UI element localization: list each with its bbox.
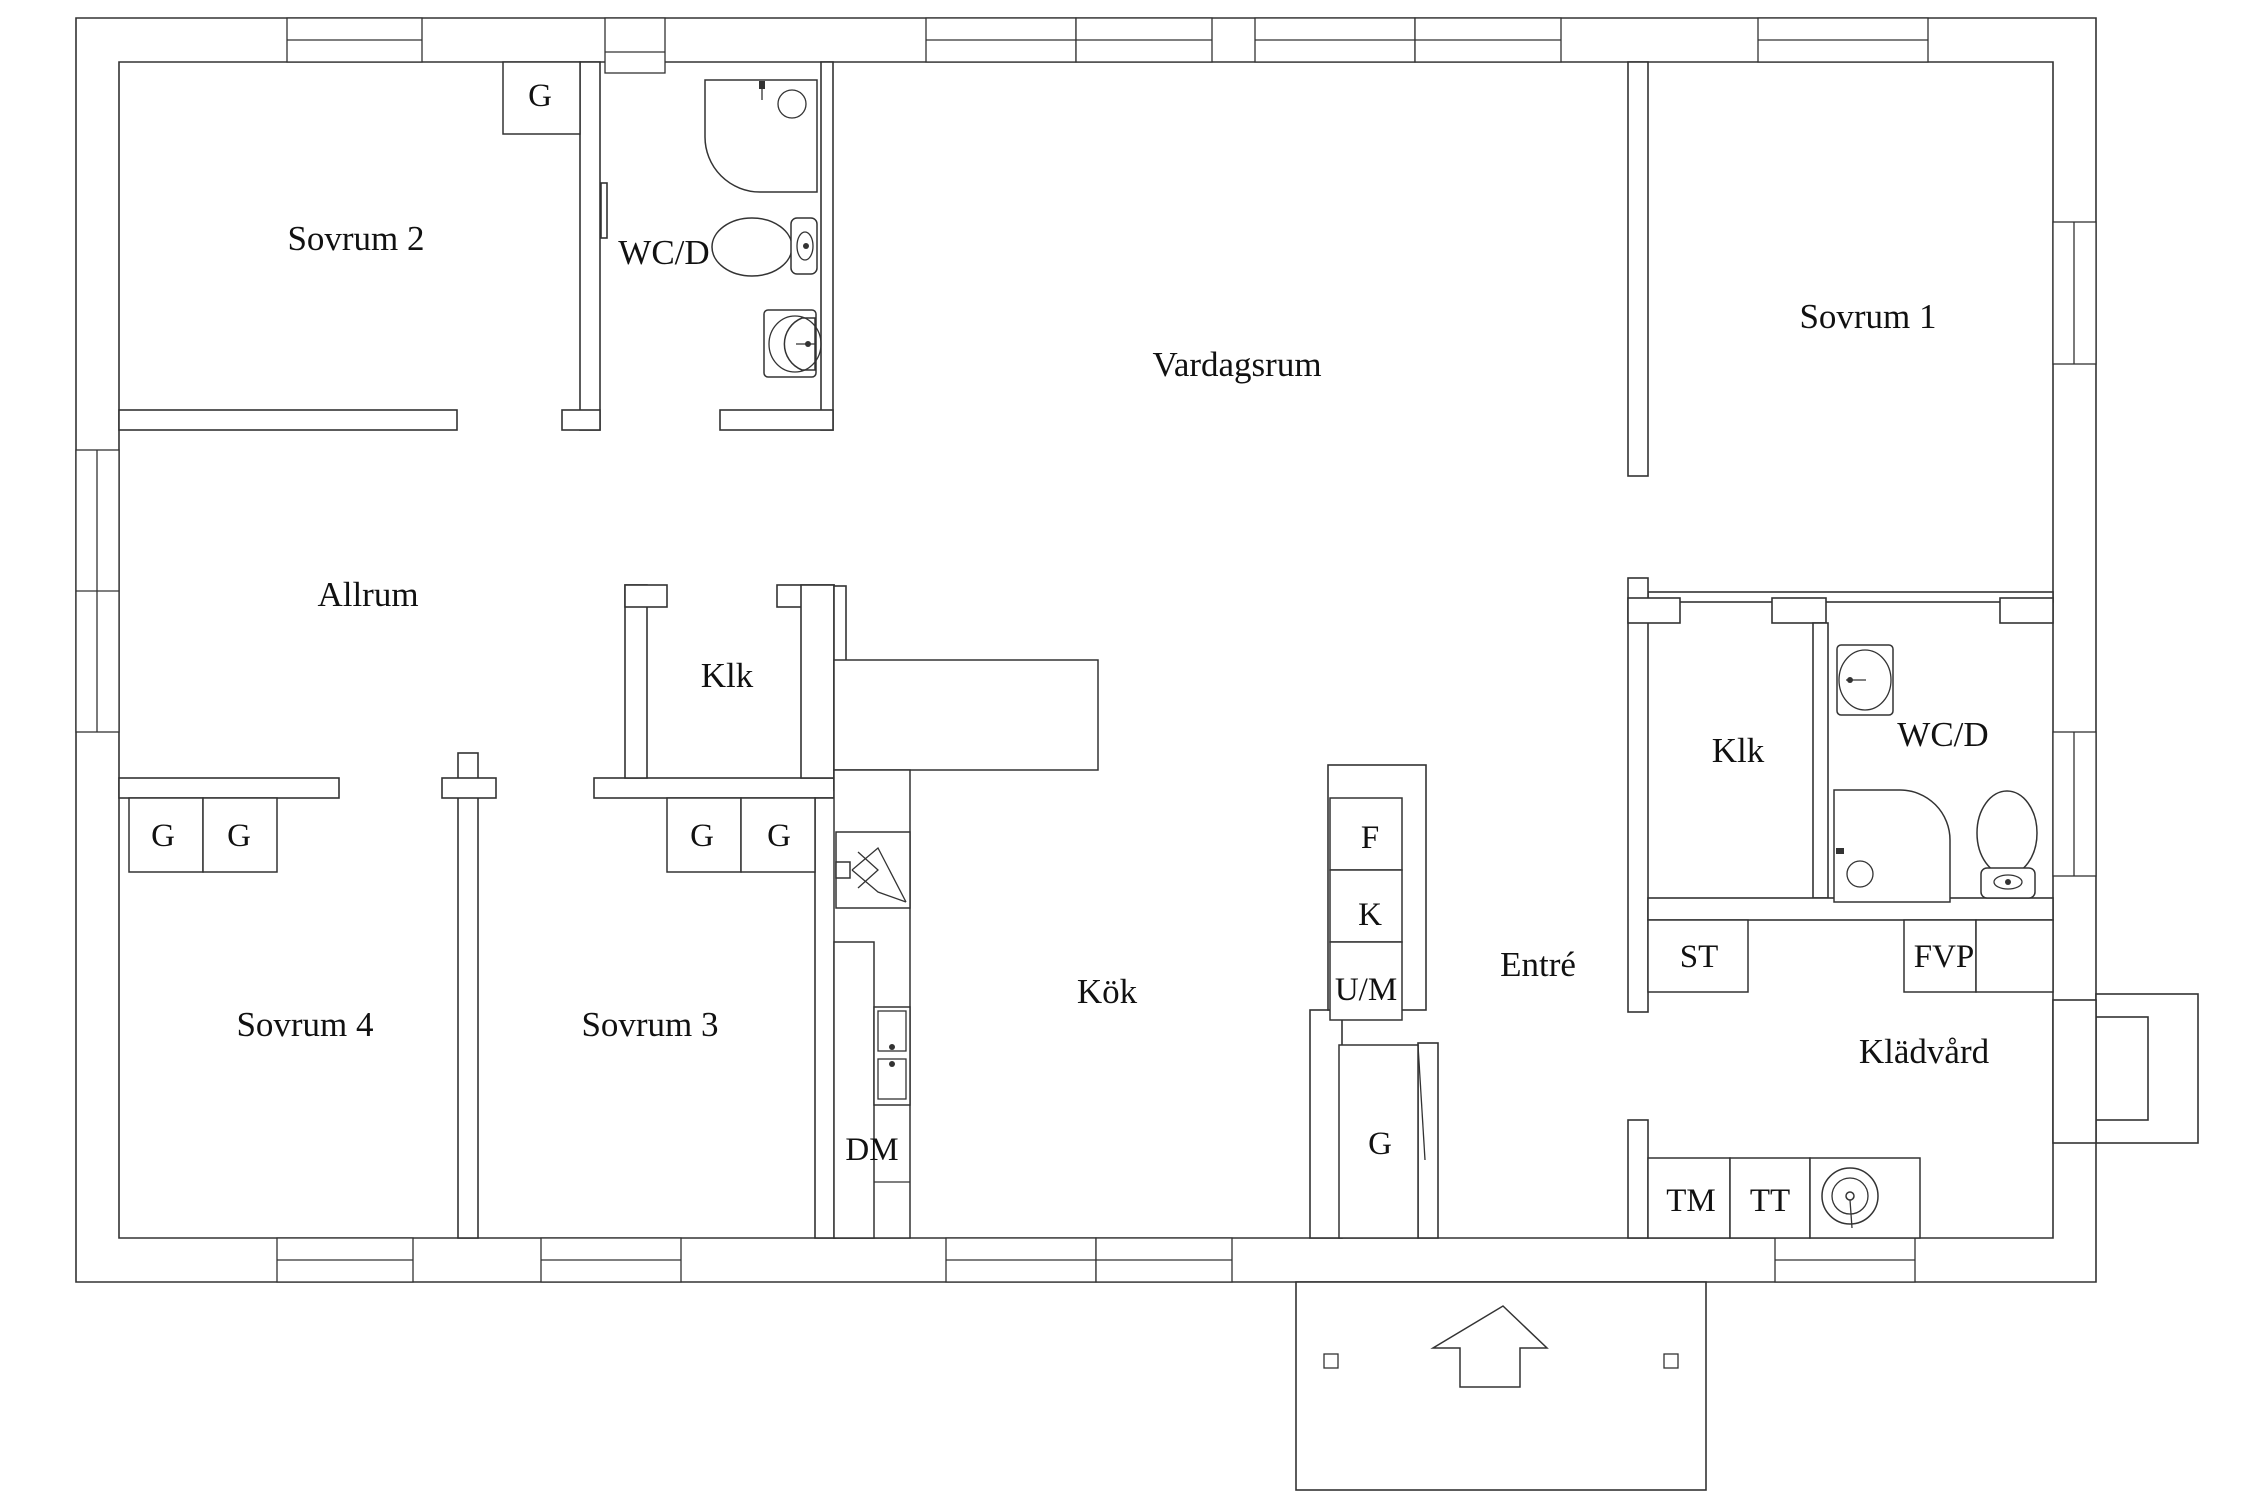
room-label-wc-d-top: WC/D [618, 233, 709, 272]
fridge-label: F [1361, 820, 1379, 856]
wardrobe-label: G [227, 818, 251, 854]
room-labels: Sovrum 2 WC/D Vardagsrum Sovrum 1 Allrum… [236, 219, 1989, 1071]
tumble-dryer-label: TT [1750, 1183, 1790, 1219]
utility-sink-icon [1821, 1167, 1879, 1229]
room-label-allrum: Allrum [317, 575, 418, 614]
room-label-wc-d-right: WC/D [1897, 715, 1988, 754]
room-label-sovrum-3: Sovrum 3 [581, 1005, 718, 1044]
freezer-label: K [1358, 897, 1382, 933]
wardrobe-label: G [690, 818, 714, 854]
room-label-klk-left: Klk [701, 656, 754, 695]
washbasin-icon [1836, 644, 1894, 716]
room-label-sovrum-2: Sovrum 2 [287, 219, 424, 258]
room-label-entre: Entré [1500, 945, 1576, 984]
wardrobe-label: G [1368, 1126, 1392, 1162]
room-label-klk-right: Klk [1712, 731, 1765, 770]
storage-label: ST [1680, 939, 1719, 975]
entrance-arrow-icon [1430, 1305, 1549, 1388]
room-label-kladvard: Klädvård [1859, 1032, 1990, 1071]
room-label-kok: Kök [1077, 972, 1138, 1011]
shower-icon [704, 79, 818, 193]
fixtures [128, 797, 2054, 1239]
wardrobe-label: G [767, 818, 791, 854]
room-label-sovrum-4: Sovrum 4 [236, 1005, 373, 1044]
kitchen-sink-icon [873, 1006, 911, 1106]
heat-pump-label: FVP [1914, 939, 1975, 975]
fixture-labels: G G G G G F K U/M G DM ST FVP TM TT [151, 78, 1974, 1219]
bathroom-fixtures [704, 79, 2038, 903]
oven-microwave-label: U/M [1335, 972, 1397, 1008]
windows [75, 17, 2097, 1283]
toilet-icon [711, 217, 818, 277]
shower-icon [1833, 789, 1951, 903]
washing-machine-label: TM [1666, 1183, 1716, 1219]
washbasin-icon [763, 309, 822, 378]
entrance-porch [1295, 1281, 1707, 1491]
dishwasher-label: DM [845, 1132, 898, 1168]
wardrobe-label: G [528, 78, 552, 114]
toilet-icon [1976, 790, 2038, 899]
wardrobe-label: G [151, 818, 175, 854]
stove-icon [835, 831, 911, 909]
room-label-vardagsrum: Vardagsrum [1152, 345, 1321, 384]
room-label-sovrum-1: Sovrum 1 [1799, 297, 1936, 336]
